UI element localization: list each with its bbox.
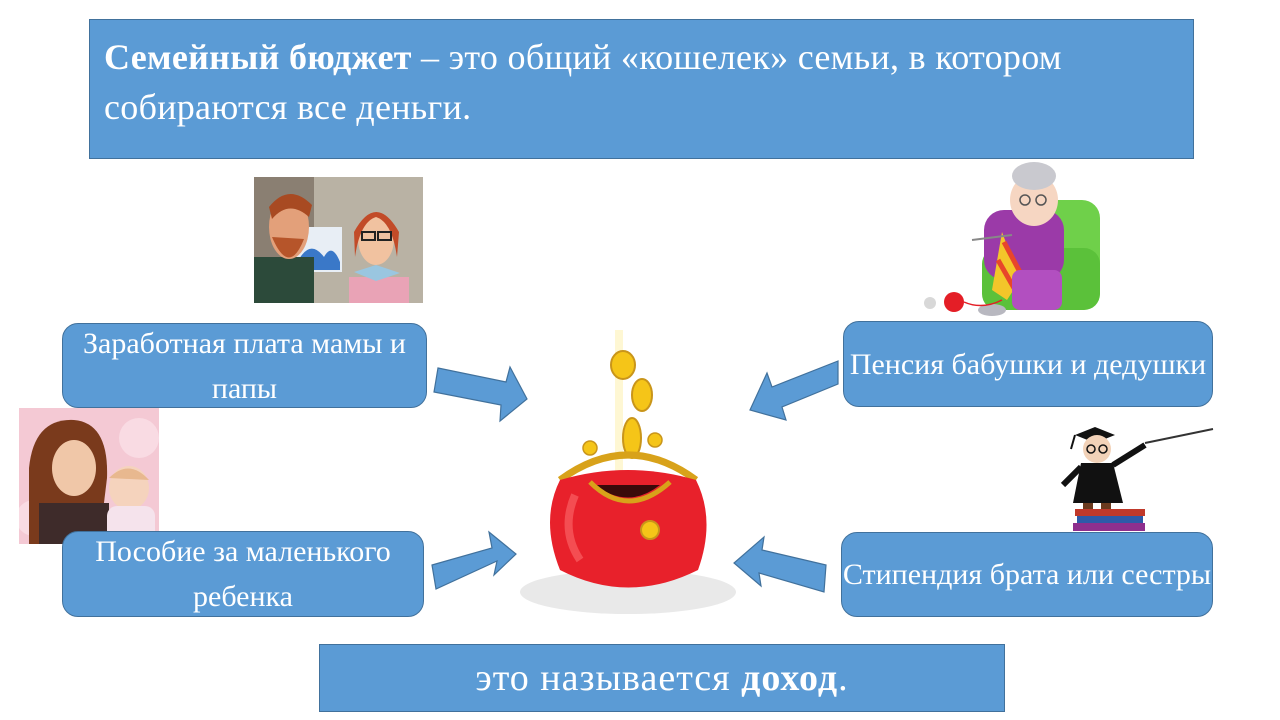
arrow-from-stipend [733, 535, 827, 593]
source-pension-label: Пенсия бабушки и дедушки [849, 347, 1207, 381]
source-stipend-box: Стипендия брата или сестры [841, 532, 1213, 617]
title-bold: Семейный бюджет [104, 37, 412, 77]
conclusion-suffix: . [838, 657, 849, 699]
conclusion-bold: доход [741, 657, 839, 699]
conclusion-prefix: это называется [475, 657, 742, 699]
title-rest: – это общий «кошелек» семьи, в котором с… [104, 37, 1062, 127]
parents-picture [254, 177, 423, 303]
source-allowance-box: Пособие за маленького ребенка [62, 531, 424, 617]
source-salary-label: Заработная плата мамы и папы [83, 326, 406, 405]
mother-baby-picture [19, 408, 159, 544]
grandmother-picture [924, 162, 1100, 316]
arrow-from-salary [433, 365, 528, 423]
source-salary-box: Заработная плата мамы и папы [62, 323, 427, 408]
source-allowance-label: Пособие за маленького ребенка [95, 535, 391, 613]
arrow-from-pension [749, 360, 839, 421]
student-picture [1060, 427, 1214, 531]
wallet-coins-picture [520, 330, 736, 614]
title-text: Семейный бюджет – это общий «кошелек» се… [104, 32, 1179, 132]
title-box: Семейный бюджет – это общий «кошелек» се… [89, 19, 1194, 159]
arrow-from-allowance [431, 530, 517, 590]
conclusion-box: это называется доход. [319, 644, 1005, 712]
source-pension-box: Пенсия бабушки и дедушки [843, 321, 1213, 407]
source-stipend-label: Стипендия брата или сестры [842, 558, 1212, 591]
